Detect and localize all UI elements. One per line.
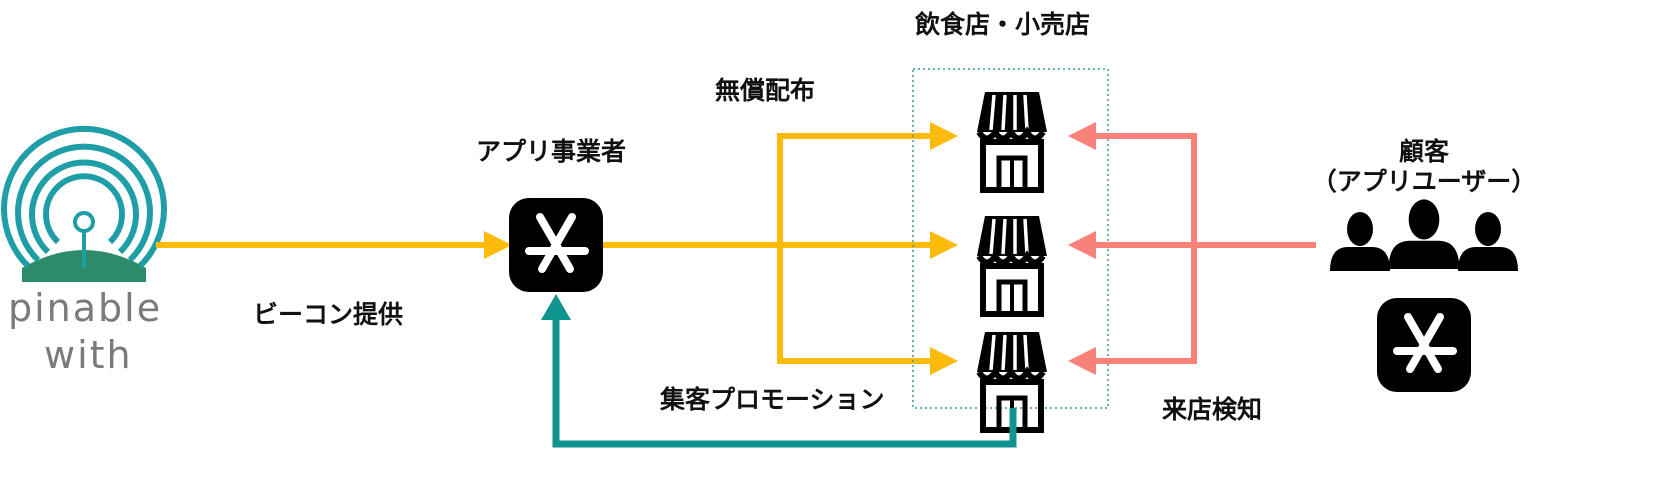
label-promotion: 集客プロモーション [660, 385, 885, 414]
beacon-provision-arrow [156, 231, 512, 259]
brand-sub: with [44, 333, 133, 377]
label-stores: 飲食店・小売店 [915, 10, 1091, 39]
free-distribution-arrows [603, 133, 932, 364]
label-app-company: アプリ事業者 [476, 137, 627, 166]
app-store-icon [509, 198, 603, 292]
storefront-icon [977, 92, 1047, 190]
arrow-head [930, 122, 958, 150]
brand-name: pinable [8, 286, 163, 330]
arrow-head [1068, 231, 1096, 259]
arrow-head [1068, 122, 1096, 150]
promotion-loop-arrow [541, 294, 1017, 448]
storefront-icon [977, 216, 1047, 314]
arrow-head [930, 231, 958, 259]
label-customer-line1: 顧客 [1398, 137, 1450, 166]
arrow-head [930, 347, 958, 375]
label-visit-detection: 来店検知 [1162, 395, 1263, 424]
beacon-signal-icon [1, 125, 167, 282]
arrow-head [1068, 347, 1096, 375]
label-customer-line2: （アプリユーザー） [1311, 167, 1537, 196]
label-free-distribution: 無償配布 [715, 76, 816, 105]
app-store-icon [1377, 298, 1471, 392]
users-group-icon [1330, 199, 1518, 271]
visit-detection-arrows [1092, 133, 1316, 364]
label-beacon: ビーコン提供 [253, 300, 404, 329]
label-customer: 顧客 （アプリユーザー） [1312, 137, 1537, 197]
